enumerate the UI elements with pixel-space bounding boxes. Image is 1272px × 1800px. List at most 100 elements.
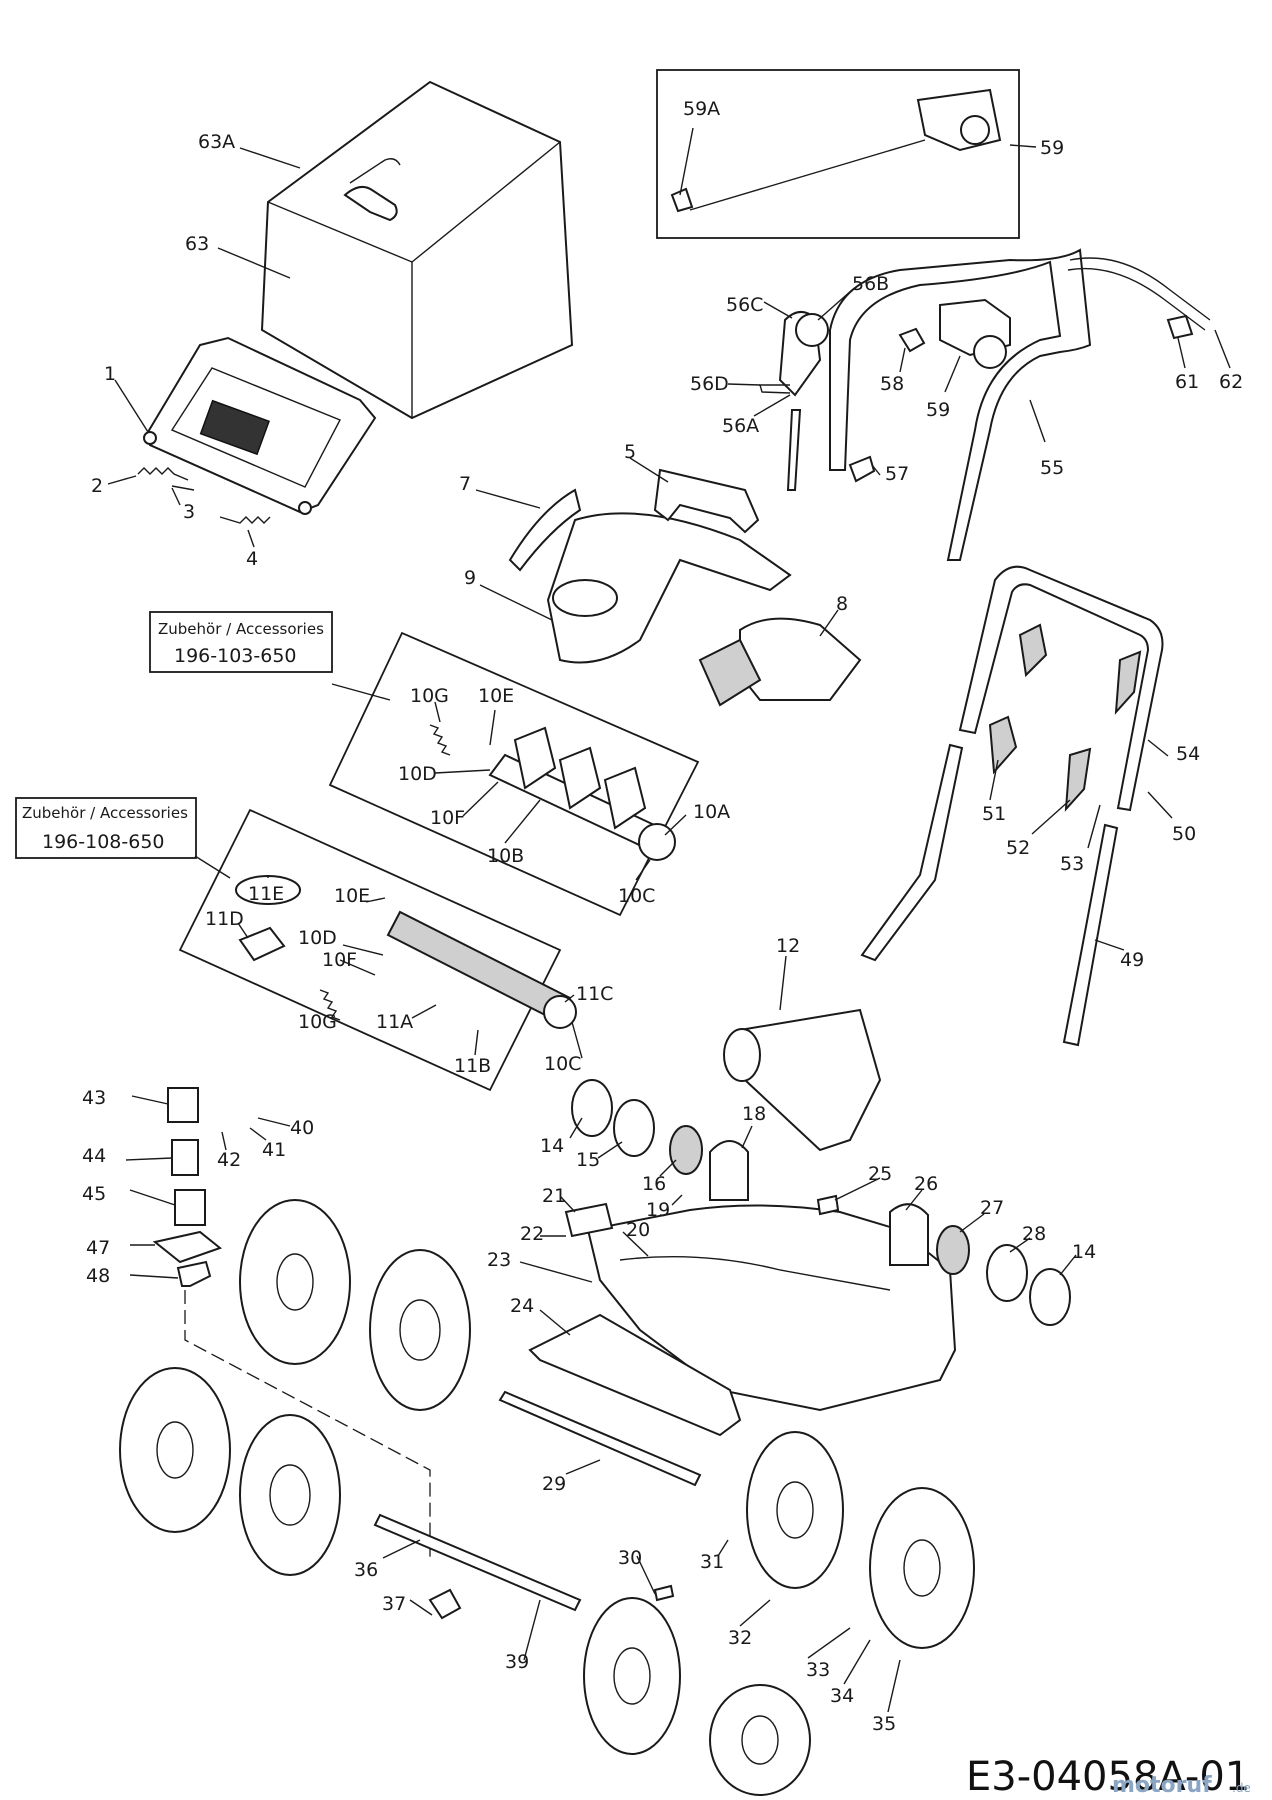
part-label: 41: [262, 1139, 286, 1161]
part-label: 56D: [690, 373, 729, 395]
part-label: 59: [1040, 137, 1064, 159]
part-label: 47: [86, 1237, 110, 1259]
part-label: 56A: [722, 415, 759, 437]
accessory-box-1-title: Zubehör / Accessories: [158, 620, 324, 638]
part-label: 37: [382, 1593, 406, 1615]
part-label: 11A: [376, 1011, 413, 1033]
watermark-logo: motoruf .de: [1112, 1773, 1251, 1798]
part-label: 45: [82, 1183, 106, 1205]
housing-cover: [546, 468, 792, 664]
part-label: 7: [459, 473, 471, 495]
accessory-box-1: Zubehör / Accessories 196-103-650: [149, 611, 333, 673]
part-label: 1: [104, 363, 116, 385]
part-label: 51: [982, 803, 1006, 825]
part-label: 10B: [487, 845, 524, 867]
part-label: 53: [1060, 853, 1084, 875]
part-label: 58: [880, 373, 904, 395]
deck-base: [528, 1204, 957, 1437]
part-label: 10A: [693, 801, 730, 823]
part-label: 32: [728, 1627, 752, 1649]
accessory-box-2: Zubehör / Accessories 196-108-650: [15, 797, 197, 859]
part-label: 61: [1175, 371, 1199, 393]
part-label: 11C: [576, 983, 613, 1005]
part-label: 55: [1040, 457, 1064, 479]
watermark-brand: motoruf: [1112, 1773, 1212, 1798]
part-label: 10E: [478, 685, 514, 707]
part-label: 44: [82, 1145, 106, 1167]
upper-handle: [829, 248, 1211, 561]
wheels: [119, 1199, 975, 1796]
accessory-box-2-number: 196-108-650: [42, 831, 165, 853]
part-label: 27: [980, 1197, 1004, 1219]
aerator-roller: [235, 875, 577, 1029]
part-label: 54: [1176, 743, 1200, 765]
part-labels: 63A 63 1 2 3 4 7 5 9 8 59A 59 56C 56B 56…: [82, 98, 1243, 1735]
part-label: 9: [464, 567, 476, 589]
part-label: 10G: [410, 685, 449, 707]
part-label: 29: [542, 1473, 566, 1495]
part-label: 62: [1219, 371, 1243, 393]
part-label: 15: [576, 1149, 600, 1171]
part-label: 11E: [248, 883, 284, 905]
part-label: 36: [354, 1559, 378, 1581]
part-label: 11B: [454, 1055, 491, 1077]
accessory-box-1-number: 196-103-650: [174, 645, 297, 667]
part-label: 50: [1172, 823, 1196, 845]
accessory-box-2-title: Zubehör / Accessories: [22, 804, 188, 822]
part-label: 10C: [544, 1053, 581, 1075]
part-label: 26: [914, 1173, 938, 1195]
part-label: 42: [217, 1149, 241, 1171]
part-label: 22: [520, 1223, 544, 1245]
part-label: 49: [1120, 949, 1144, 971]
part-label: 2: [91, 475, 103, 497]
part-label: 4: [246, 548, 258, 570]
part-label: 10F: [322, 949, 357, 971]
part-label: 14: [1072, 1241, 1096, 1263]
part-label: 56C: [726, 294, 763, 316]
part-label: 10E: [334, 885, 370, 907]
part-label: 11D: [205, 908, 244, 930]
part-label: 16: [642, 1173, 666, 1195]
part-label: 10F: [430, 807, 465, 829]
part-label: 34: [830, 1685, 854, 1707]
part-label: 25: [868, 1163, 892, 1185]
part-label: 10C: [618, 885, 655, 907]
grass-bag: [260, 80, 574, 420]
part-label: 28: [1022, 1223, 1046, 1245]
part-label: 23: [487, 1249, 511, 1271]
bag-frame: [143, 336, 377, 515]
part-label: 35: [872, 1713, 896, 1735]
part-label: 10D: [298, 927, 337, 949]
part-label: 57: [885, 463, 909, 485]
part-label: 56B: [852, 273, 889, 295]
part-label: 8: [836, 593, 848, 615]
drawing-code: E3-04058A-01: [966, 1754, 1250, 1800]
part-label: 3: [183, 501, 195, 523]
part-label: 43: [82, 1087, 106, 1109]
part-label: 48: [86, 1265, 110, 1287]
part-label: 59: [926, 399, 950, 421]
part-label: 31: [700, 1551, 724, 1573]
part-label: 5: [624, 441, 636, 463]
part-label: 63: [185, 233, 209, 255]
part-label: 63A: [198, 131, 235, 153]
part-label: 39: [505, 1651, 529, 1673]
part-label: 24: [510, 1295, 534, 1317]
leader-lines: [107, 127, 1231, 1713]
part-label: 10D: [398, 763, 437, 785]
part-label: 10G: [298, 1011, 337, 1033]
parts-drawings: [119, 80, 1211, 1796]
part-label: 33: [806, 1659, 830, 1681]
part-label: 18: [742, 1103, 766, 1125]
part-label: 52: [1006, 837, 1030, 859]
watermark-suffix: .de: [1232, 1781, 1251, 1795]
part-label: 40: [290, 1117, 314, 1139]
part-label: 21: [542, 1185, 566, 1207]
part-label: 59A: [683, 98, 720, 120]
detail-frame-59: [656, 69, 1020, 239]
part-label: 19: [646, 1199, 670, 1221]
part-label: 12: [776, 935, 800, 957]
part-label: 14: [540, 1135, 564, 1157]
part-label: 20: [626, 1219, 650, 1241]
